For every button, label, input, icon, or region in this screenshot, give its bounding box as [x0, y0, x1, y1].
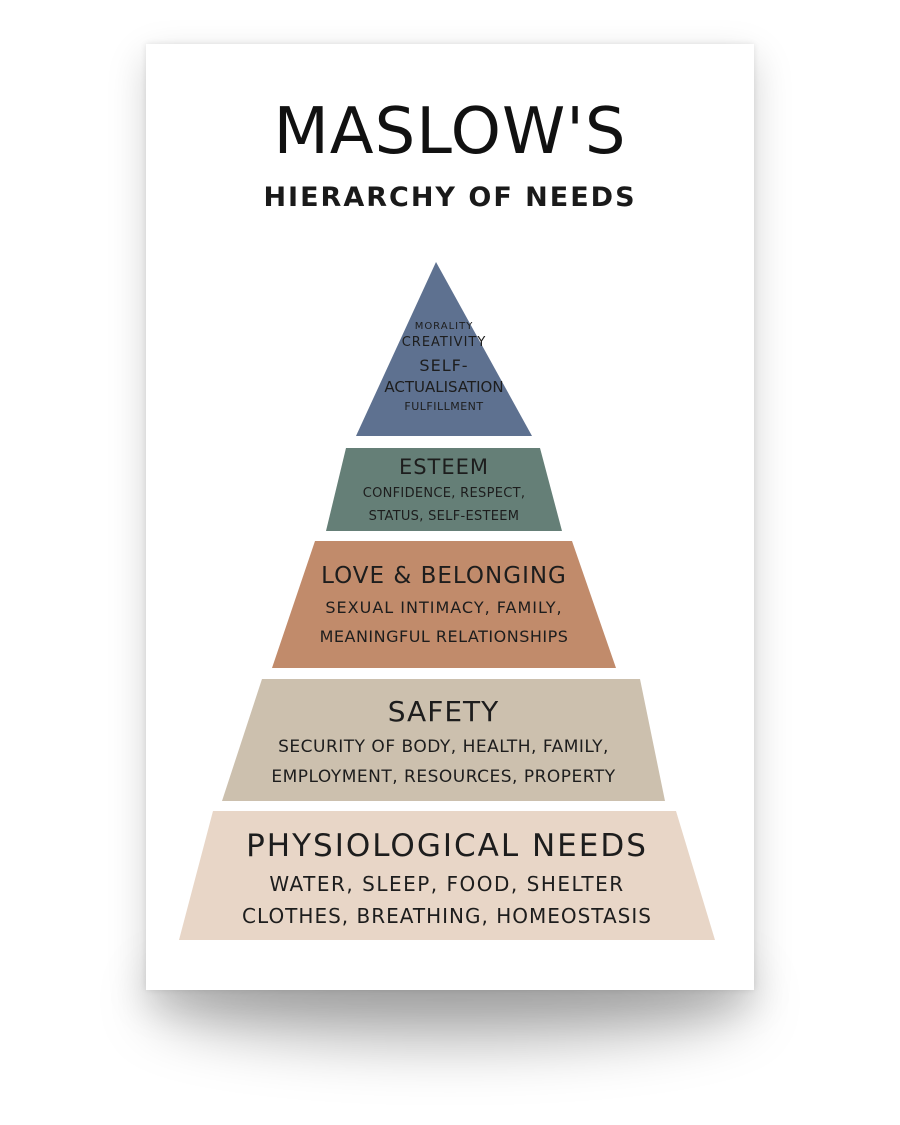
tier-physiological-name: PHYSIOLOGICAL NEEDS	[246, 828, 648, 864]
tier-self-actualisation-shape	[356, 262, 532, 436]
tier-self-actualisation-creativity: CREATIVITY	[401, 335, 487, 350]
tier-love-belonging: LOVE & BELONGING SEXUAL INTIMACY, FAMILY…	[272, 559, 616, 651]
tier-love-belonging-shape	[272, 541, 616, 668]
tier-physiological: PHYSIOLOGICAL NEEDS WATER, SLEEP, FOOD, …	[179, 824, 715, 932]
tier-esteem-shape	[326, 448, 562, 531]
tier-esteem-name: ESTEEM	[398, 455, 490, 479]
poster-title: MASLOW'S	[273, 95, 627, 169]
tier-love-belonging-line-2: MEANINGFUL RELATIONSHIPS	[319, 627, 569, 646]
tier-safety-line-1: SECURITY OF BODY, HEALTH, FAMILY,	[278, 737, 609, 757]
tier-safety-line-2: EMPLOYMENT, RESOURCES, PROPERTY	[271, 767, 616, 787]
tier-safety-name: SAFETY	[387, 695, 500, 728]
tier-self-actualisation-name-2: ACTUALISATION	[384, 378, 504, 396]
tier-self-actualisation: MORALITY CREATIVITY SELF- ACTUALISATION …	[356, 320, 532, 417]
tier-safety-shape	[222, 679, 665, 801]
tier-safety: SAFETY SECURITY OF BODY, HEALTH, FAMILY,…	[222, 692, 665, 792]
tier-physiological-line-1: WATER, SLEEP, FOOD, SHELTER	[269, 872, 625, 896]
tier-self-actualisation-fulfillment: FULFILLMENT	[404, 400, 484, 413]
tier-love-belonging-name: LOVE & BELONGING	[321, 563, 567, 589]
tier-physiological-line-2: CLOTHES, BREATHING, HOMEOSTASIS	[242, 904, 652, 928]
tier-esteem-line-2: STATUS, SELF-ESTEEM	[368, 509, 520, 524]
tier-esteem-line-1: CONFIDENCE, RESPECT,	[362, 486, 526, 501]
tier-self-actualisation-name-1: SELF-	[419, 356, 469, 375]
tier-love-belonging-line-1: SEXUAL INTIMACY, FAMILY,	[325, 598, 563, 617]
tier-esteem: ESTEEM CONFIDENCE, RESPECT, STATUS, SELF…	[326, 452, 562, 528]
poster-subtitle: HIERARCHY OF NEEDS	[263, 182, 637, 213]
tier-physiological-shape	[179, 811, 715, 940]
tier-self-actualisation-morality: MORALITY	[414, 321, 474, 332]
